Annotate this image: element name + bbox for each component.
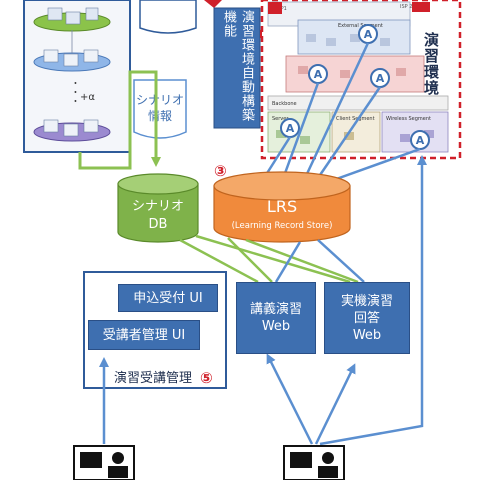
scenario-db-line2: DB bbox=[149, 217, 168, 232]
svg-text:A: A bbox=[286, 122, 295, 135]
practical-web-box[interactable]: 実機演習 回答 Web bbox=[324, 282, 410, 354]
exercise-mgmt-marker: ⑤ bbox=[200, 369, 213, 387]
svg-text:A: A bbox=[364, 28, 373, 41]
lecture-web-line2: Web bbox=[261, 319, 291, 334]
db-to-web-lines bbox=[179, 234, 359, 284]
lecture-web-line1: 講義演習 bbox=[249, 302, 302, 317]
scenario-info-document: シナリオ 情報 bbox=[133, 79, 187, 139]
top-document-shape bbox=[139, 0, 197, 34]
scenario-info-line2: 情報 bbox=[148, 109, 172, 123]
learner-icon bbox=[73, 445, 135, 480]
agent-marker: A bbox=[370, 68, 390, 88]
scenario-panel: ・・・ +α bbox=[23, 0, 131, 153]
lrs-marker: ③ bbox=[214, 162, 227, 180]
lrs-to-web-lines bbox=[274, 239, 365, 283]
lrs-title: LRS bbox=[267, 197, 297, 216]
env-external: External Segment bbox=[338, 23, 383, 29]
scenario-db: シナリオ DB bbox=[117, 173, 199, 243]
agent-marker: A bbox=[308, 64, 328, 84]
scenario-info-line1: シナリオ bbox=[136, 93, 184, 107]
agent-marker: A bbox=[280, 118, 300, 138]
practical-web-line2: 回答 bbox=[353, 310, 380, 326]
env-isp2: ISP 2 bbox=[400, 4, 412, 10]
lrs-subtitle: (Learning Record Store) bbox=[232, 221, 333, 231]
user-to-web-arrows bbox=[99, 155, 427, 446]
apply-ui-box[interactable]: 申込受付 UI bbox=[118, 284, 218, 312]
agent-to-lrs-lines bbox=[262, 42, 421, 184]
svg-text:A: A bbox=[314, 68, 323, 81]
scenario-to-db-arrow bbox=[78, 70, 161, 170]
exercise-env-label: 演習環境 bbox=[422, 32, 440, 96]
env-wireless: Wireless Segment bbox=[386, 116, 431, 122]
agent-marker: A bbox=[410, 130, 430, 150]
auto-builder-box bbox=[213, 7, 261, 129]
practical-web-line1: 実機演習 bbox=[340, 293, 393, 309]
svg-text:A: A bbox=[376, 72, 385, 85]
red-input-arrow bbox=[204, 0, 222, 8]
env-server: Server bbox=[272, 116, 289, 122]
practical-web-line3: Web bbox=[352, 327, 382, 343]
student-mgmt-ui-label: 受講者管理 UI bbox=[102, 327, 186, 343]
learner-icon bbox=[283, 445, 345, 480]
lrs-database: LRS (Learning Record Store) bbox=[213, 171, 351, 243]
agent-marker: A bbox=[358, 24, 378, 44]
exercise-mgmt-label: 演習受講管理 bbox=[114, 370, 192, 386]
apply-ui-label: 申込受付 UI bbox=[133, 290, 203, 306]
auto-builder-label: 演習環境自動構築機能 bbox=[221, 10, 254, 122]
env-backbone: Backbone bbox=[272, 101, 297, 107]
svg-text:A: A bbox=[416, 134, 425, 147]
scenario-dots: ・・・ bbox=[69, 78, 79, 105]
scenario-db-line1: シナリオ bbox=[132, 199, 184, 214]
env-client: Client Segment bbox=[336, 116, 375, 122]
lecture-web-box[interactable]: 講義演習 Web bbox=[236, 282, 316, 354]
student-mgmt-ui-box[interactable]: 受講者管理 UI bbox=[88, 320, 200, 350]
scenario-alpha: +α bbox=[80, 92, 95, 103]
